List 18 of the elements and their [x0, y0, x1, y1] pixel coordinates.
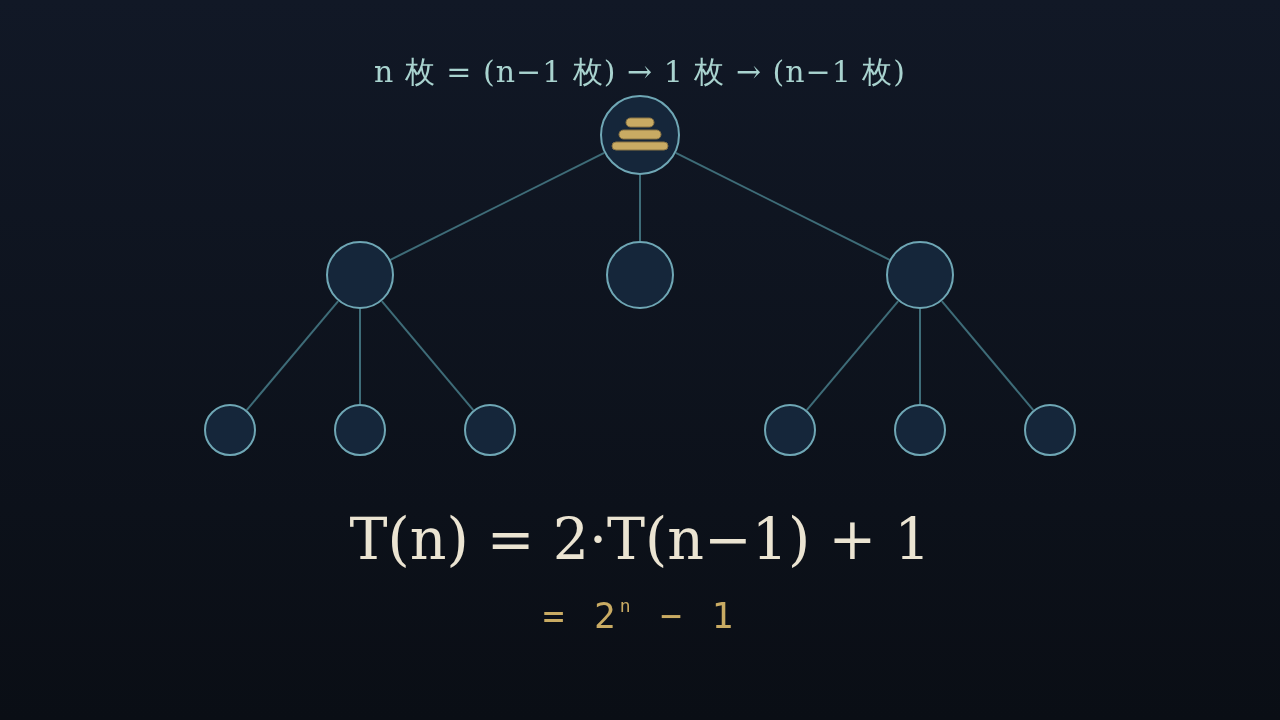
circle-node [204, 404, 256, 456]
connector-line [389, 151, 606, 261]
circle-node [1024, 404, 1076, 456]
connector-line [245, 300, 340, 412]
circle-node [764, 404, 816, 456]
circle-node [894, 404, 946, 456]
equation: T(n) = 2·T(n−1) + 1 [349, 507, 931, 573]
circle-node [334, 404, 386, 456]
connector-line [940, 300, 1035, 412]
title: n 枚 = (n−1 枚) → 1 枚 → (n−1 枚) [373, 52, 907, 91]
connector-line [639, 174, 641, 242]
connector-line [919, 308, 921, 405]
connector-line [380, 300, 475, 412]
circle-node [464, 404, 516, 456]
connector-line [805, 300, 900, 412]
connector-line [359, 308, 361, 405]
equation-result: = 2$^{n}$ − 1 [542, 595, 738, 637]
connector-line [674, 151, 891, 261]
